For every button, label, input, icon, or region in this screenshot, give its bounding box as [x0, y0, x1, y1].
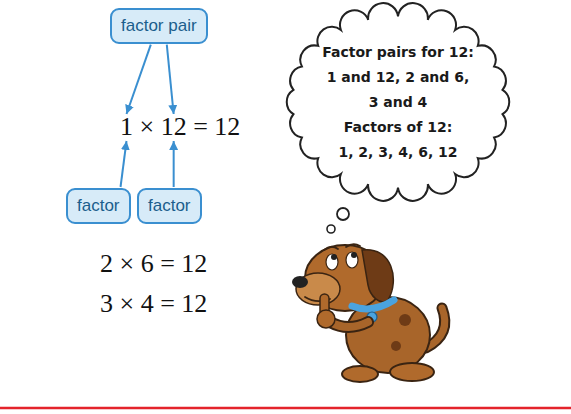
dog-eye [326, 254, 338, 270]
thought-dot [327, 225, 335, 233]
thought-text: Factors of 12: 1, 2, 3, 4, 6, 12 [336, 115, 460, 165]
equation-text: 1 × 12 = 12 [120, 114, 240, 140]
dog-ear [362, 250, 393, 302]
dog-eyebrow [346, 244, 360, 247]
dog-eye [346, 252, 358, 268]
dog-collar [352, 300, 394, 309]
leader-arrow [167, 45, 174, 114]
callout-box: factor [137, 188, 202, 224]
dog-arm [330, 322, 368, 327]
thought-bubble: Factor pairs for 12: 1 and 12, 2 and 6, … [278, 2, 518, 202]
callout-box: factor [66, 188, 131, 224]
leader-arrow [127, 45, 151, 114]
thought-dot [337, 208, 349, 220]
dog-spot [399, 314, 411, 326]
dog-pupil [351, 252, 357, 258]
dog-nose [292, 276, 308, 288]
dog-arm-outline [330, 322, 368, 327]
leader-arrow [173, 141, 175, 187]
dog-paw [317, 310, 335, 328]
cloud-text-area: Factor pairs for 12: 1 and 12, 2 and 6, … [278, 2, 518, 202]
dog-eyebrow [324, 247, 338, 250]
callout-text: factor pair [121, 16, 197, 36]
dog-pupil [331, 254, 337, 260]
equation-text: 2 × 6 = 12 [100, 251, 207, 277]
dog-front-foot [342, 366, 378, 382]
cloud-outline-path [287, 3, 510, 201]
callout-text: factor [77, 196, 120, 216]
dog-body [346, 297, 430, 373]
dog-back-foot [390, 363, 434, 381]
thought-text: Factor pairs for 12: 1 and 12, 2 and 6, … [321, 40, 476, 115]
equation-text: 3 × 4 = 12 [100, 291, 207, 317]
rule-line [0, 407, 571, 410]
callout-box: factor pair [110, 8, 208, 44]
leader-arrow [121, 141, 127, 187]
callout-text: factor [148, 196, 191, 216]
dog-spot [391, 341, 401, 351]
